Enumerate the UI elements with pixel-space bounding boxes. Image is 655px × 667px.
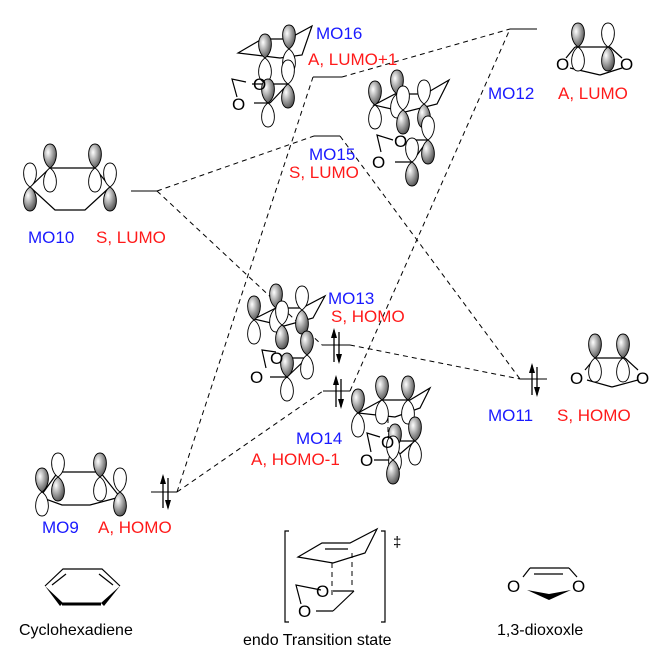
mo11-label: MO11 [488, 406, 533, 425]
mo12-symmetry-label: A, LUMO [558, 84, 628, 103]
oxygen-atom: O [394, 132, 407, 151]
mo13-symmetry-label: S, HOMO [331, 307, 405, 326]
mo11-symmetry-label: S, HOMO [557, 406, 631, 425]
electron-pair-mo14 [333, 375, 344, 409]
energy-levels [131, 28, 547, 493]
oxygen-atom: O [253, 75, 266, 94]
correlation-lines [156, 28, 521, 493]
mo-labels: MO16 A, LUMO+1 MO12 A, LUMO MO15 S, LUMO… [28, 24, 631, 537]
oxygen-atom: O [360, 451, 373, 470]
oxygen-atom: O [620, 55, 633, 74]
electron-pair-mo13 [331, 328, 342, 364]
mo15-symmetry-label: S, LUMO [289, 163, 359, 182]
oxygen-atom: O [556, 55, 569, 74]
electron-pair-mo9 [160, 474, 171, 510]
mo14-orbital-drawing: O O [351, 375, 432, 485]
correlation-mo15-mo11 [339, 135, 521, 380]
oxygen-atom: O [232, 95, 245, 114]
oxygen-atom: O [316, 582, 329, 601]
mo12-label: MO12 [488, 84, 534, 103]
electron-pair-mo11 [529, 363, 540, 397]
correlation-mo16-mo12 [341, 28, 511, 78]
mo9-label: MO9 [42, 518, 79, 537]
mo9-symmetry-label: A, HOMO [98, 518, 172, 537]
oxygen-atom: O [270, 349, 283, 368]
oxygen-atom: O [572, 577, 585, 596]
dioxole-caption: 1,3-dioxoxle [497, 622, 583, 639]
mo16-orbital-drawing: O O [231, 24, 314, 128]
mo13-label: MO13 [328, 289, 374, 308]
double-dagger-mark: ‡ [393, 534, 401, 551]
oxygen-atom: O [250, 368, 263, 387]
oxygen-atom: O [570, 369, 583, 388]
mo10-symmetry-label: S, LUMO [96, 228, 166, 247]
mo9-orbital-drawing [35, 452, 127, 517]
mo14-symmetry-label: A, HOMO-1 [251, 450, 340, 469]
cyclohexadiene-caption: Cyclohexadiene [19, 622, 133, 639]
mo16-symmetry-label: A, LUMO+1 [308, 50, 397, 69]
mo10-orbital-drawing [23, 143, 117, 212]
electron-pairs [160, 328, 540, 510]
oxygen-atom: O [298, 602, 311, 621]
correlation-mo9-mo14 [176, 390, 324, 493]
mo15-orbital-drawing: O O [368, 69, 451, 187]
mo12-orbital-drawing: O O [556, 22, 633, 76]
mo10-label: MO10 [28, 228, 74, 247]
correlation-mo13-mo11 [349, 344, 521, 380]
mo11-orbital-drawing: O O [570, 333, 649, 388]
cyclohexadiene-structure: Cyclohexadiene [19, 568, 133, 639]
mo16-label: MO16 [316, 24, 362, 43]
oxygen-atom: O [372, 153, 385, 172]
oxygen-atom: O [507, 577, 520, 596]
oxygen-atom: O [636, 369, 649, 388]
correlation-mo10-mo13 [156, 190, 323, 346]
transition-state-structure: O O ‡ endo Transition state [243, 527, 401, 649]
mo15-label: MO15 [309, 145, 355, 164]
correlation-mo14-mo12 [349, 28, 511, 392]
oxygen-atom: O [381, 433, 394, 452]
correlation-mo10-mo15 [156, 135, 315, 192]
correlation-mo9-mo16 [176, 76, 314, 493]
dioxole-structure: O O 1,3-dioxoxle [497, 567, 585, 639]
mo13-orbital-drawing: O O [247, 283, 327, 402]
transition-state-caption: endo Transition state [243, 632, 392, 649]
mo14-label: MO14 [296, 429, 342, 448]
